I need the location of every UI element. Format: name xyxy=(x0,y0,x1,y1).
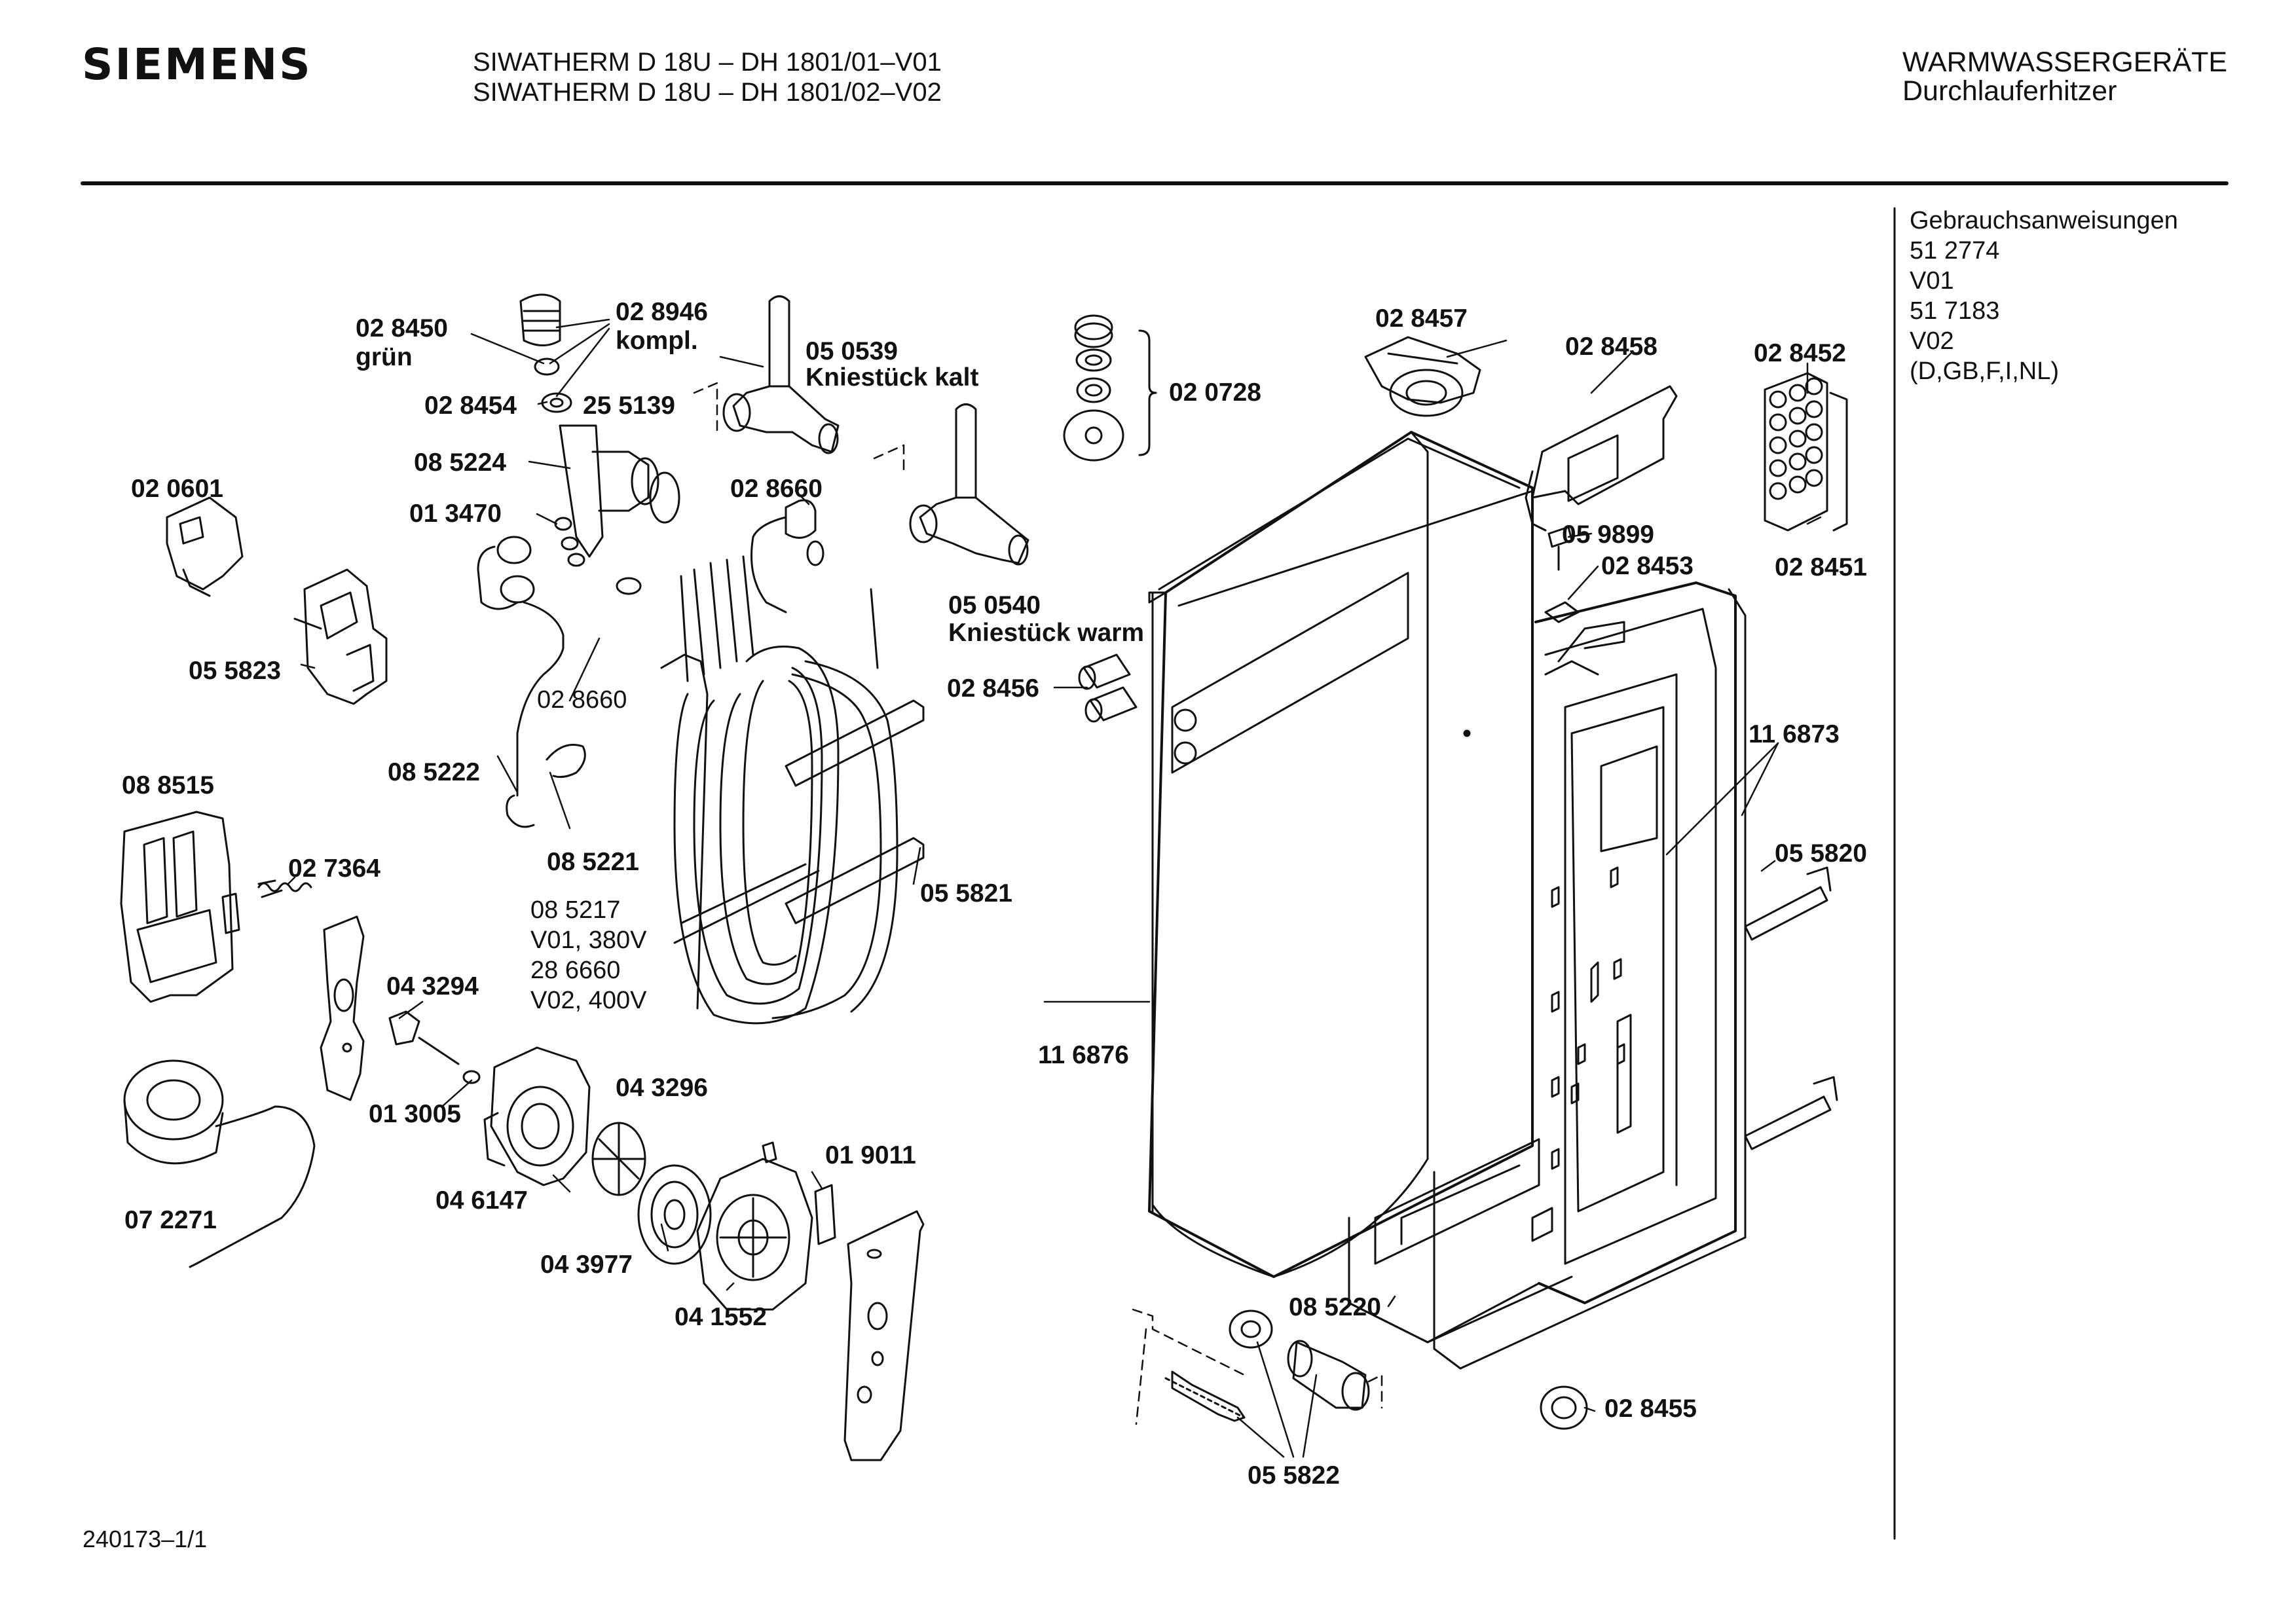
part-label-055823: 05 5823 xyxy=(189,657,281,685)
part-label-028453: 02 8453 xyxy=(1601,552,1694,580)
part-label-055822: 05 5822 xyxy=(1248,1461,1340,1490)
heater-voltage-v01: V01, 380V xyxy=(530,926,647,954)
part-label-028455: 02 8455 xyxy=(1604,1395,1697,1423)
switch-housing-drawing xyxy=(121,812,311,1002)
part-label-028660a: 02 8660 xyxy=(730,475,823,503)
dash-lines-drawing xyxy=(694,383,1382,1424)
valve-assembly-drawing xyxy=(521,295,679,594)
part-label-028454: 02 8454 xyxy=(424,392,517,420)
part-note-gruen: grün xyxy=(356,343,413,371)
terminal-block-drawing xyxy=(1765,373,1847,530)
part-label-041552: 04 1552 xyxy=(675,1303,767,1331)
valve-body-drawing xyxy=(485,1048,589,1185)
part-label-028660b: 02 8660 xyxy=(537,686,627,714)
side-version-2: V02 xyxy=(1910,327,1954,355)
elbow-cold-drawing xyxy=(724,297,838,454)
part-label-028451: 02 8451 xyxy=(1775,553,1867,581)
part-label-088515: 08 8515 xyxy=(122,771,214,799)
part-label-055820: 05 5820 xyxy=(1775,839,1867,868)
part-label-050540: 05 0540 xyxy=(948,591,1041,619)
rails-drawing xyxy=(1745,868,1837,1149)
part-label-028946: 02 8946 xyxy=(616,298,708,326)
flow-switch-drawing xyxy=(167,498,242,596)
part-label-085222: 08 5222 xyxy=(388,758,480,786)
part-label-085220: 08 5220 xyxy=(1289,1293,1381,1321)
part-label-020728: 02 0728 xyxy=(1169,378,1261,407)
model-line-2: SIWATHERM D 18U – DH 1801/02–V02 xyxy=(473,78,942,107)
side-languages: (D,GB,F,I,NL) xyxy=(1910,357,2060,385)
thermostat-plate-drawing xyxy=(321,917,479,1100)
part-label-046147: 04 6147 xyxy=(435,1186,528,1215)
part-label-019011: 01 9011 xyxy=(825,1141,916,1169)
diaphragm-parts-drawing xyxy=(593,1123,812,1310)
part-label-085221: 08 5221 xyxy=(547,848,639,876)
part-label-043977: 04 3977 xyxy=(540,1251,633,1279)
housing-cover-drawing xyxy=(1149,432,1532,1277)
sensor-plugs-drawing xyxy=(1079,655,1136,722)
side-doc-number-1: 51 2774 xyxy=(1910,237,2000,265)
footer-code: 240173–1/1 xyxy=(83,1526,208,1552)
bypass-pipe-drawing xyxy=(478,537,585,827)
part-note-kniestueck-kalt: Kniestück kalt xyxy=(805,363,979,392)
seal-set-drawing xyxy=(1064,316,1156,460)
cable-bracket-drawing xyxy=(1526,386,1676,530)
category-title: WARMWASSERGERÄTE xyxy=(1902,46,2228,78)
back-plate-drawing xyxy=(1349,583,1745,1368)
side-version-1: V01 xyxy=(1910,267,1954,295)
part-label-116873: 11 6873 xyxy=(1749,720,1840,748)
leader-lines xyxy=(288,320,1821,1457)
fittings-drawing xyxy=(1166,1311,1587,1429)
side-doc-number-2: 51 7183 xyxy=(1910,297,2000,325)
model-line-1: SIWATHERM D 18U – DH 1801/01–V01 xyxy=(473,48,942,77)
part-label-085224: 08 5224 xyxy=(414,449,506,477)
heating-element-drawing xyxy=(661,500,923,1023)
switch-bracket-drawing xyxy=(295,570,386,704)
top-bracket-drawing xyxy=(1365,337,1480,416)
side-manuals-heading: Gebrauchsanweisungen xyxy=(1910,207,2178,234)
part-note-kompl: kompl. xyxy=(616,327,698,355)
screw-drawing xyxy=(1546,527,1578,622)
part-label-028450: 02 8450 xyxy=(356,314,448,342)
heater-part-number-v01: 08 5217 xyxy=(530,896,621,924)
part-note-kniestueck-warm: Kniestück warm xyxy=(948,619,1145,647)
brand-logo: SIEMENS xyxy=(82,39,312,90)
part-label-055821: 05 5821 xyxy=(920,879,1012,907)
part-label-028458: 02 8458 xyxy=(1565,333,1657,361)
part-label-028452: 02 8452 xyxy=(1754,339,1846,367)
part-label-013470: 01 3470 xyxy=(409,500,502,528)
part-label-028457: 02 8457 xyxy=(1375,304,1468,333)
elbow-warm-drawing xyxy=(910,405,1028,565)
part-label-027364: 02 7364 xyxy=(288,854,380,883)
part-label-013005: 01 3005 xyxy=(369,1100,461,1128)
subcategory-title: Durchlauferhitzer xyxy=(1902,75,2117,107)
part-label-072271: 07 2271 xyxy=(124,1206,217,1234)
part-label-020601: 02 0601 xyxy=(131,475,223,503)
heater-voltage-v02: V02, 400V xyxy=(530,987,647,1014)
mounting-rail-drawing xyxy=(815,1185,923,1460)
part-label-059899: 05 9899 xyxy=(1562,521,1654,549)
thermal-cutout-drawing xyxy=(124,1061,314,1267)
part-label-255139: 25 5139 xyxy=(583,392,675,420)
part-label-043294: 04 3294 xyxy=(386,972,479,1000)
heater-part-number-v02: 28 6660 xyxy=(530,957,621,984)
part-label-028456: 02 8456 xyxy=(947,674,1039,703)
part-label-116876: 11 6876 xyxy=(1038,1041,1129,1069)
part-label-043296: 04 3296 xyxy=(616,1074,708,1102)
part-label-050539: 05 0539 xyxy=(805,337,898,365)
